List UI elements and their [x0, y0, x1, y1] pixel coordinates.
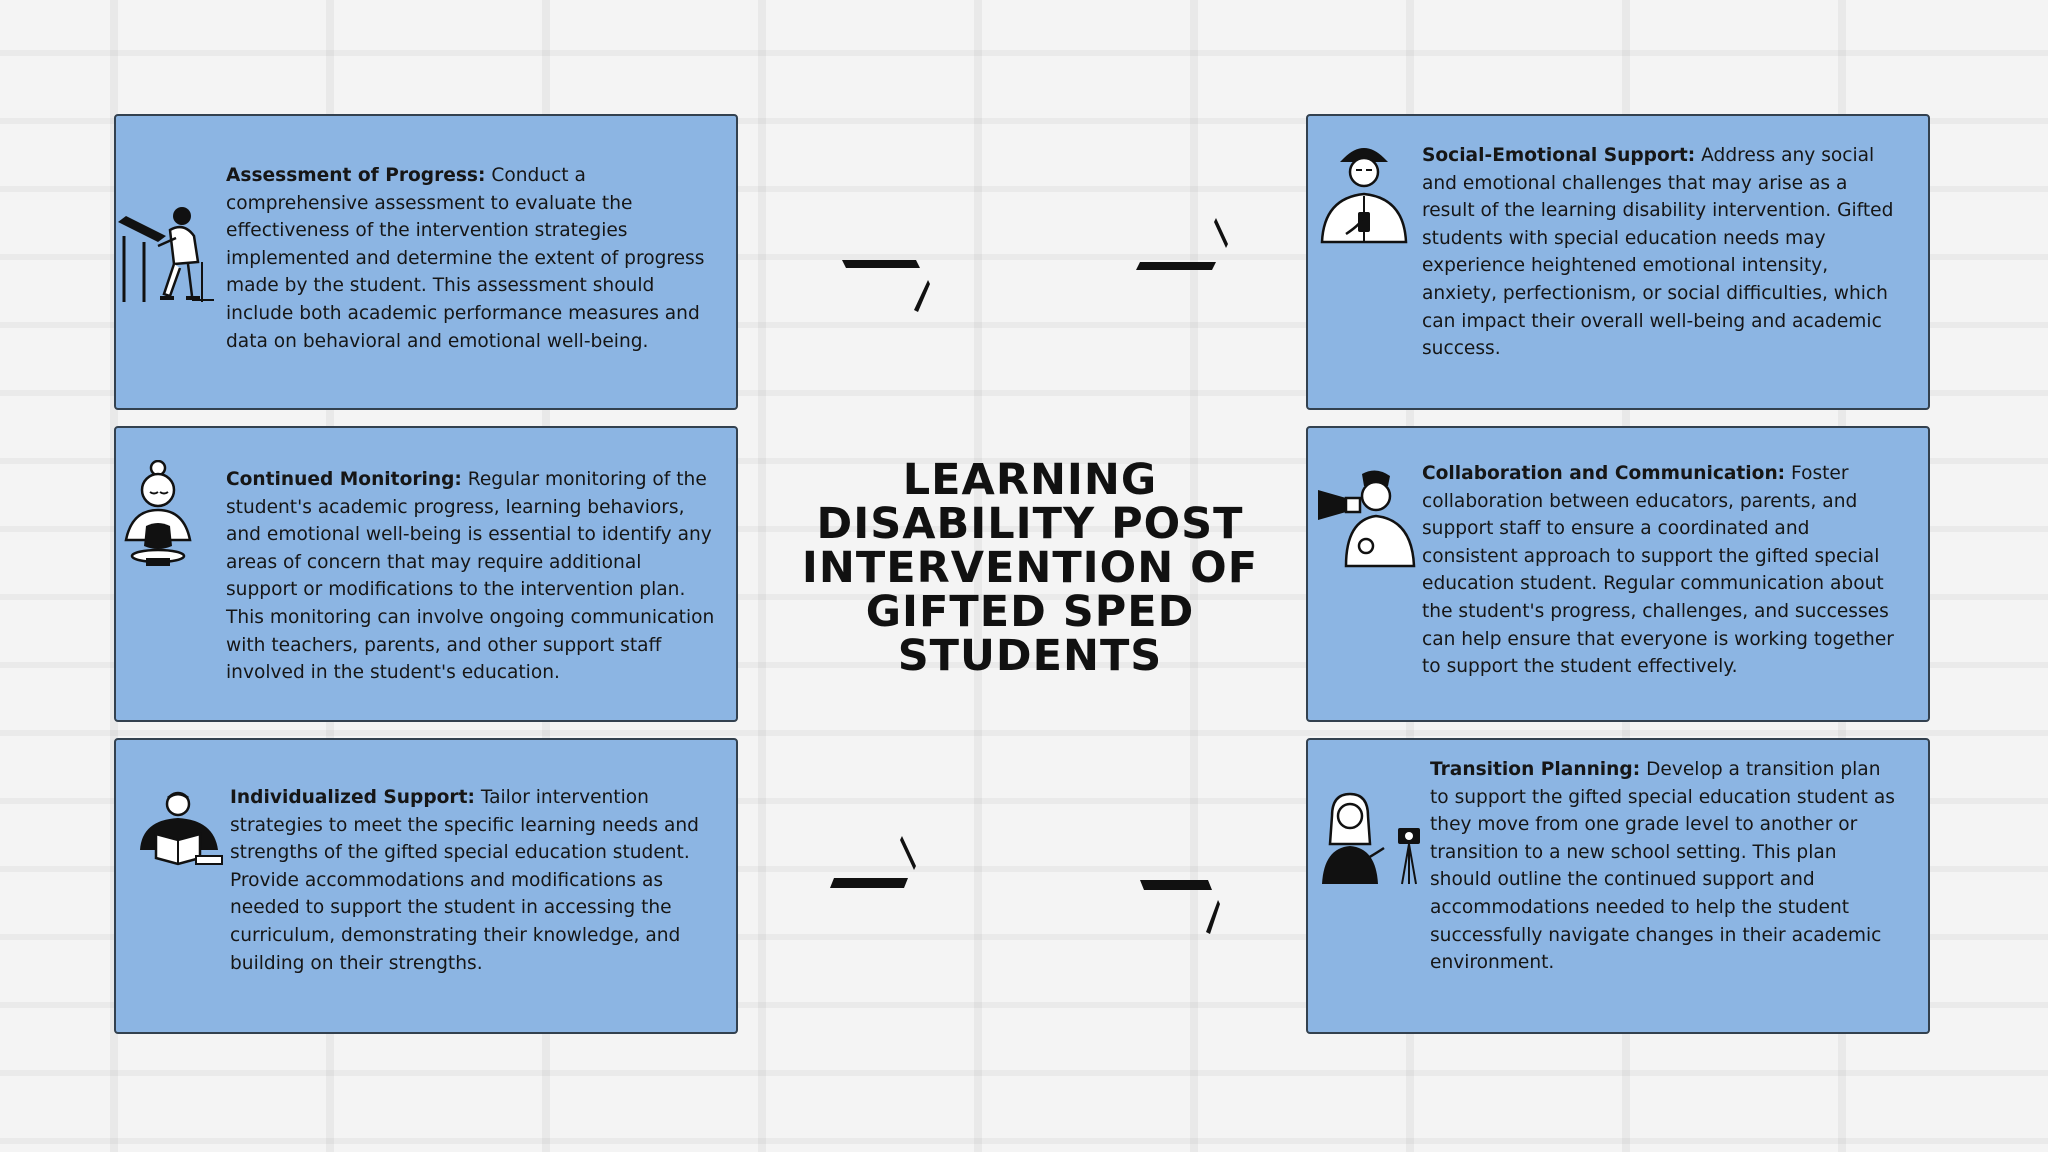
card-text: Continued Monitoring: Regular monitoring… — [226, 466, 716, 687]
card-heading: Collaboration and Communication: — [1422, 463, 1786, 484]
card-description: Address any social and emotional challen… — [1422, 145, 1894, 360]
card-text: Collaboration and Communication: Foster … — [1422, 460, 1902, 681]
card-social-emotional-support: Social-Emotional Support: Address any so… — [1306, 114, 1930, 410]
card-text: Individualized Support: Tailor intervent… — [230, 784, 700, 977]
card-description: Foster collaboration between educators, … — [1422, 463, 1894, 678]
title-line: DISABILITY POST — [816, 499, 1244, 549]
person-with-hat-and-phone-icon — [1320, 148, 1408, 244]
card-heading: Continued Monitoring: — [226, 469, 462, 490]
card-continued-monitoring: Continued Monitoring: Regular monitoring… — [114, 426, 738, 722]
card-description: Conduct a comprehensive assessment to ev… — [226, 165, 705, 352]
card-description: Develop a transition plan to support the… — [1430, 759, 1895, 974]
title-line: INTERVENTION OF — [801, 543, 1259, 593]
card-heading: Individualized Support: — [230, 787, 475, 808]
card-heading: Transition Planning: — [1430, 759, 1641, 780]
slide-title: LEARNING DISABILITY POST INTERVENTION OF… — [800, 458, 1260, 678]
card-description: Tailor intervention strategies to meet t… — [230, 787, 699, 974]
person-reading-book-icon — [140, 791, 223, 866]
title-line: STUDENTS — [897, 631, 1163, 681]
title-line: GIFTED SPED — [865, 587, 1195, 637]
arrow-bracket-top-right — [1136, 218, 1228, 270]
card-collaboration-and-communication: Collaboration and Communication: Foster … — [1306, 426, 1930, 722]
person-at-drafting-desk-icon — [118, 207, 214, 302]
arrow-bracket-bottom-left — [830, 836, 916, 888]
arrow-bracket-top-left — [842, 260, 930, 312]
card-individualized-support: Individualized Support: Tailor intervent… — [114, 738, 738, 1034]
card-heading: Assessment of Progress: — [226, 165, 486, 186]
person-with-pottery-icon — [124, 460, 192, 566]
arrow-bracket-bottom-right — [1140, 880, 1220, 934]
card-text: Assessment of Progress: Conduct a compre… — [226, 162, 706, 355]
card-heading: Social-Emotional Support: — [1422, 145, 1696, 166]
card-text: Transition Planning: Develop a transitio… — [1430, 756, 1900, 977]
card-transition-planning: Transition Planning: Develop a transitio… — [1306, 738, 1930, 1034]
person-with-megaphone-icon — [1318, 470, 1416, 568]
title-line: LEARNING — [902, 455, 1158, 505]
person-with-camera-icon — [1322, 792, 1420, 885]
card-assessment-of-progress: Assessment of Progress: Conduct a compre… — [114, 114, 738, 410]
card-text: Social-Emotional Support: Address any so… — [1422, 142, 1902, 363]
card-description: Regular monitoring of the student's acad… — [226, 469, 715, 684]
